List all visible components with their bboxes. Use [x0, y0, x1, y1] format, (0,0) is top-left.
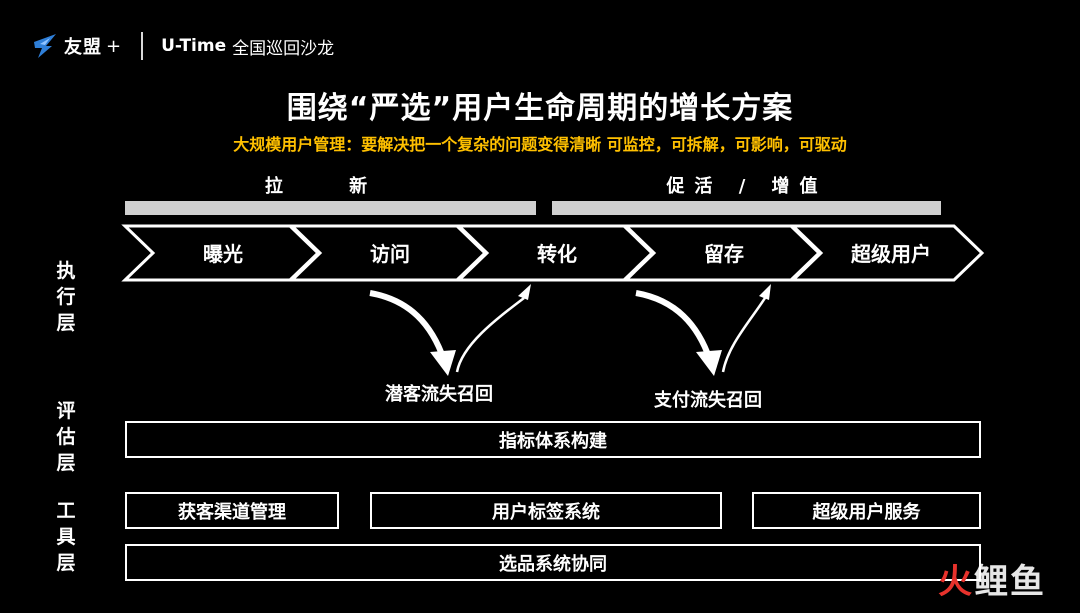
- funnel-step-label: 超级用户: [851, 242, 931, 266]
- watermark: 火鲤鱼: [938, 554, 1046, 603]
- layer-label-execution: 执行层: [56, 260, 76, 334]
- product-selection-box: 选品系统协同: [125, 544, 981, 581]
- layer-label-tool: 工具层: [56, 500, 76, 574]
- funnel-step-label: 转化: [537, 242, 577, 266]
- brand-name: 友盟: [64, 37, 102, 58]
- umeng-logo-icon: [34, 34, 56, 58]
- chevron-step-5: [789, 224, 985, 282]
- phase-growth-bar: [552, 201, 941, 215]
- funnel-step-label: 访问: [370, 242, 410, 266]
- watermark-fish: 鲤鱼: [974, 562, 1046, 602]
- event-subtitle: 全国巡回沙龙: [232, 38, 335, 59]
- layer-label-evaluation: 评估层: [56, 400, 76, 474]
- page-title: 围绕“严选”用户生命周期的增长方案: [286, 91, 794, 126]
- metrics-system-box: 指标体系构建: [125, 421, 981, 458]
- brand-plus: +: [106, 35, 122, 57]
- super-user-service-box: 超级用户服务: [752, 492, 981, 529]
- phase-acquire-label: 拉 新: [264, 176, 398, 197]
- funnel-step-label: 曝光: [203, 242, 243, 266]
- funnel-step-label: 留存: [704, 242, 744, 266]
- watermark-fire: 火: [938, 562, 974, 602]
- recall-label-potential: 潜客流失召回: [385, 384, 493, 405]
- header: 友盟 + U-Time 全国巡回沙龙: [32, 28, 334, 64]
- recall-label-payment: 支付流失召回: [654, 390, 762, 411]
- recall-arrow-potential: [369, 284, 531, 376]
- page-subtitle: 大规模用户管理：要解决把一个复杂的问题变得清晰 可监控，可拆解，可影响，可驱动: [233, 135, 847, 154]
- header-divider: [141, 32, 144, 60]
- recall-arrow-payment: [635, 284, 771, 376]
- phase-growth-label: 促活 / 增值: [666, 176, 828, 197]
- event-title: U-Time: [161, 36, 227, 56]
- phase-acquire-bar: [125, 201, 536, 215]
- acquisition-channel-box: 获客渠道管理: [125, 492, 339, 529]
- user-tag-system-box: 用户标签系统: [370, 492, 722, 529]
